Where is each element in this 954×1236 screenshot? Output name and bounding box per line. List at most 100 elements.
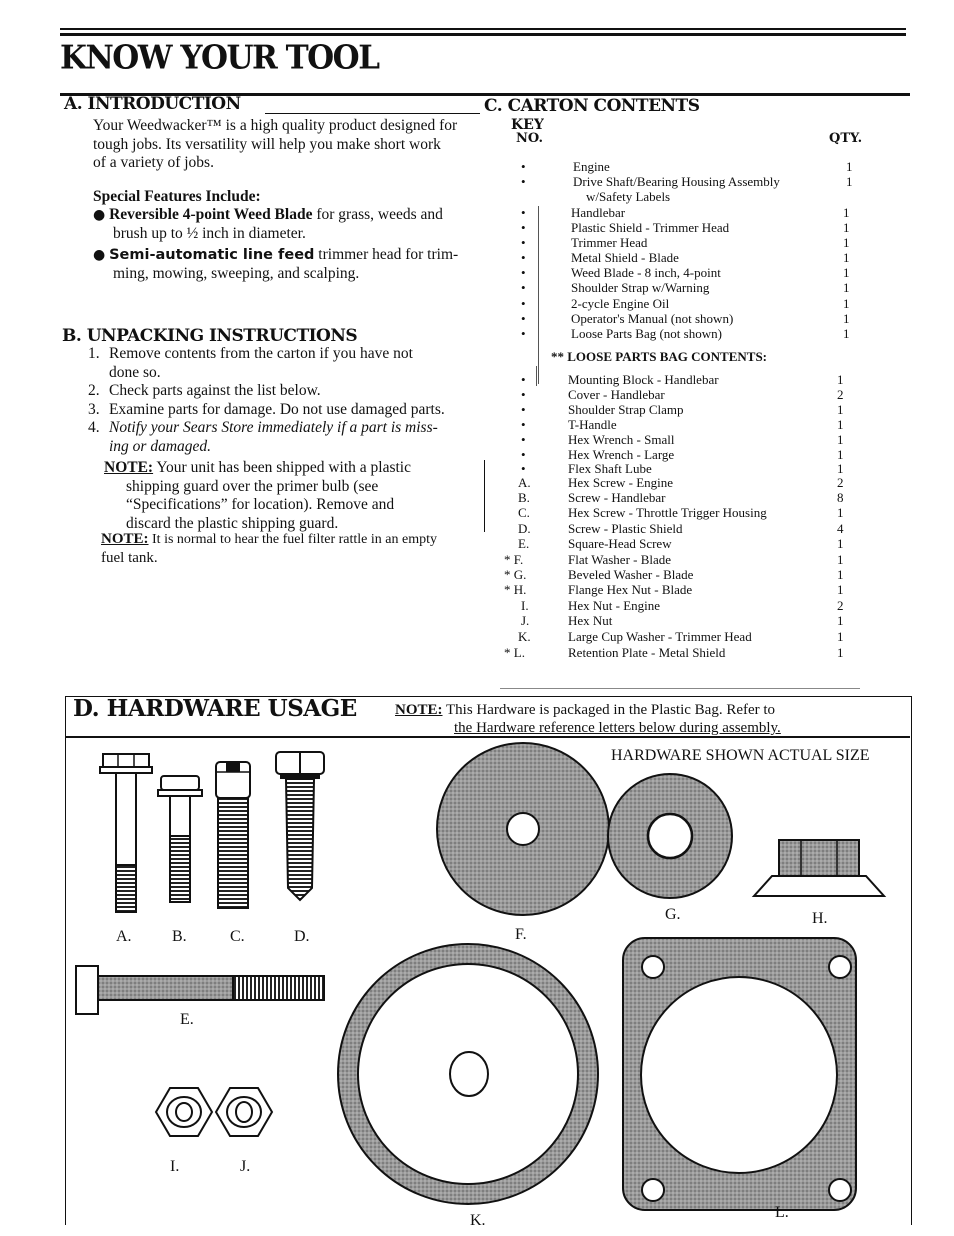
item-qty: 1 <box>837 505 844 520</box>
item-qty: 1 <box>846 159 853 174</box>
step-num: 3. <box>88 400 100 418</box>
item-qty: 2 <box>837 598 844 613</box>
item-qty: 1 <box>843 296 850 311</box>
item-name: Trimmer Head <box>571 235 648 250</box>
unpacking-steps: 1.Remove contents from the carton if you… <box>88 345 468 456</box>
item-key: * H. <box>504 582 527 597</box>
top-rule-thick <box>60 33 906 36</box>
item-qty: 1 <box>837 447 844 462</box>
item-qty: 1 <box>843 326 850 341</box>
label-a: A. <box>116 928 132 945</box>
bullet-icon: ● <box>93 207 106 223</box>
label-f: F. <box>515 926 527 943</box>
item-name: Metal Shield - Blade <box>571 250 679 265</box>
item-name: Flat Washer - Blade <box>568 552 672 567</box>
item-key: • <box>521 280 526 295</box>
item-key: • <box>521 265 526 280</box>
large-cup-washer-icon <box>337 943 599 1205</box>
item-key: • <box>521 205 526 220</box>
feature-line2: ming, mowing, sweeping, and scalping. <box>113 264 360 282</box>
item-name: Retention Plate - Metal Shield <box>568 645 726 660</box>
item-key: • <box>521 220 526 235</box>
item-key: D. <box>518 521 531 536</box>
intro-heading: A. INTRODUCTION <box>64 94 241 114</box>
step-line: Remove contents from the carton if you h… <box>109 345 413 362</box>
item-key: * L. <box>504 645 525 660</box>
title-rule <box>60 93 910 96</box>
loose-parts-heading: ** LOOSE PARTS BAG CONTENTS: <box>551 349 768 364</box>
step-num: 2. <box>88 382 100 399</box>
item-key: • <box>521 447 526 462</box>
intro-heading-rule <box>265 113 480 114</box>
item-key: • <box>521 311 526 326</box>
note-label: NOTE: <box>101 531 149 547</box>
item-key: * F. <box>504 552 524 567</box>
qty-label: QTY. <box>829 131 863 146</box>
hardware-box <box>65 696 912 1225</box>
beveled-washer-blade-icon <box>607 773 733 899</box>
item-key: • <box>521 159 526 174</box>
item-qty: 1 <box>843 220 850 235</box>
item-name: Flange Hex Nut - Blade <box>568 582 693 597</box>
intro-line: Your Weedwacker™ is a high quality produ… <box>93 117 458 134</box>
item-name: Hex Nut - Engine <box>568 598 661 613</box>
unpacking-heading: B. UNPACKING INSTRUCTIONS <box>62 326 358 346</box>
note-line: shipping guard over the primer bulb (see <box>126 477 379 495</box>
square-head-screw-icon <box>75 965 325 1015</box>
item-name: Weed Blade - 8 inch, 4-point <box>571 265 721 280</box>
item-qty: 4 <box>837 521 844 536</box>
item-name: w/Safety Labels <box>586 189 671 204</box>
item-qty: 1 <box>837 536 844 551</box>
retention-plate-metal-shield-icon <box>622 937 857 1211</box>
item-key: • <box>521 402 526 417</box>
intro-text: Your Weedwacker™ is a high quality produ… <box>93 117 488 173</box>
intro-line: tough jobs. Its versatility will help yo… <box>93 135 441 153</box>
item-key: • <box>521 432 526 447</box>
item-qty: 1 <box>837 629 844 644</box>
step-line: Examine parts for damage. Do not use dam… <box>109 400 445 418</box>
label-c: C. <box>230 928 245 945</box>
item-name: T-Handle <box>568 417 617 432</box>
loose-vertical-rule <box>536 366 537 386</box>
note-line: “Specifications” for location). Remove a… <box>126 496 395 513</box>
step-num: 4. <box>88 419 100 436</box>
actual-size-label: HARDWARE SHOWN ACTUAL SIZE <box>611 747 870 764</box>
step-item: 1.Remove contents from the carton if you… <box>88 345 468 382</box>
label-e: E. <box>180 1011 194 1028</box>
no-label: NO. <box>516 131 543 146</box>
label-d: D. <box>294 928 310 945</box>
item-key: • <box>521 250 526 265</box>
item-name: Handlebar <box>571 205 626 220</box>
note-line: Your unit has been shipped with a plasti… <box>153 459 411 476</box>
item-name: Loose Parts Bag (not shown) <box>571 326 722 341</box>
label-i: I. <box>170 1158 180 1175</box>
bullet-icon: ● <box>93 247 106 263</box>
item-qty: 1 <box>843 280 850 295</box>
item-name: Cover - Handlebar <box>568 387 665 402</box>
item-name: Large Cup Washer - Trimmer Head <box>568 629 752 644</box>
note-line: It is normal to hear the fuel filter rat… <box>148 532 437 547</box>
feature-rest: trimmer head for trim- <box>314 246 459 263</box>
item-name: Hex Screw - Engine <box>568 475 674 490</box>
label-b: B. <box>172 928 187 945</box>
screw-handlebar-icon <box>157 775 203 903</box>
item-qty: 2 <box>837 475 844 490</box>
feature-rest: for grass, weeds and <box>312 206 443 223</box>
item-key: • <box>521 326 526 341</box>
item-key: • <box>521 372 526 387</box>
label-g: G. <box>665 906 681 923</box>
note-box-rule <box>484 460 485 532</box>
item-key: * G. <box>504 567 527 582</box>
item-qty: 1 <box>837 582 844 597</box>
item-key: E. <box>518 536 530 551</box>
step-item: 4.Notify your Sears Store immediately if… <box>88 419 468 456</box>
note-line: fuel tank. <box>101 550 158 566</box>
item-key: K. <box>518 629 531 644</box>
item-name: Square-Head Screw <box>568 536 672 551</box>
hardware-note-rule <box>65 736 910 738</box>
step-line: done so. <box>109 363 161 381</box>
item-qty: 1 <box>837 402 844 417</box>
step-line: Check parts against the list below. <box>109 382 321 399</box>
features-heading: Special Features Include: <box>93 188 261 205</box>
item-name: 2-cycle Engine Oil <box>571 296 670 311</box>
